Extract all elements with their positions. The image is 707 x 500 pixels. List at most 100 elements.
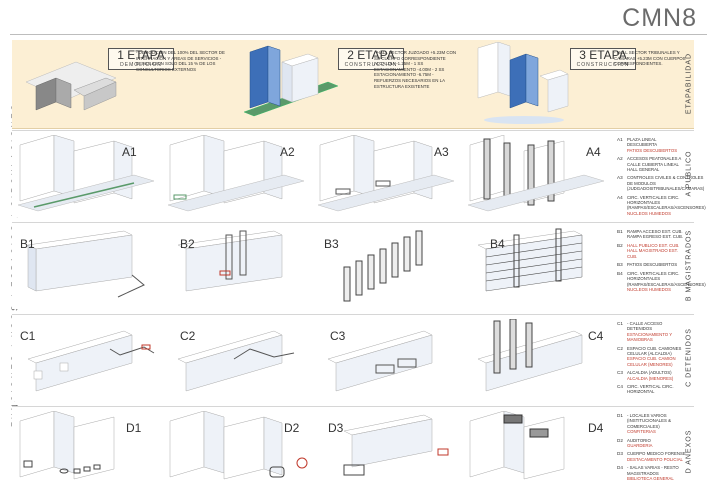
- diagram-a2-number: 2: [288, 145, 295, 159]
- diagram-b3-number: 3: [332, 237, 339, 251]
- diagram-d4-label: D4: [588, 421, 603, 435]
- diagram-c2: C2: [164, 319, 310, 397]
- diagram-c4-letter: C: [588, 329, 597, 343]
- diagram-c1-number: 1: [28, 329, 36, 343]
- legend-desc: CIRC. VERTICALES CIRC. HORIZONTALES (ram…: [627, 271, 706, 287]
- stage-3-number: 3 ETAPA: [579, 48, 627, 62]
- legend-text: RAMPA ACCESO EST. CUB. RAMPA EGRESO EST.…: [627, 229, 687, 240]
- building-d3-icon: [343, 414, 449, 476]
- diagram-b4: B4: [464, 227, 610, 305]
- diagram-c4-number: 4: [596, 329, 604, 343]
- diagram-b2-label: B2: [180, 237, 195, 251]
- stage-1-label: 1 ETAPA DEMOLICION: [108, 48, 174, 70]
- diagram-d2-label: D2: [284, 421, 299, 435]
- diagram-a3: A3: [314, 135, 460, 213]
- legend-desc: CUERPO MEDICO FORENSE: [627, 451, 686, 457]
- legend-text: ALCALDIA (adultos)ALCALDIA (menores): [627, 370, 673, 381]
- diagram-a4-label: A4: [586, 145, 601, 159]
- legend-text: PATIOS DESCUBIERTOS: [627, 262, 677, 268]
- legend-desc: ALCALDIA (adultos): [627, 370, 672, 376]
- legend-code: A2: [617, 156, 623, 162]
- legend-d: D1- LOCALES VARIOS (institucionales & co…: [617, 413, 687, 484]
- diagram-a3-number: 3: [442, 145, 449, 159]
- legend-desc: ESPACIO CUB. CAMIONES CELULAR (alcaldia): [627, 345, 682, 357]
- stage-1-description: - DEMOLICION DEL 100% DEL SECTOR DE INTE…: [136, 50, 225, 72]
- legend-text: ESPACIO CUB. CAMIONES CELULAR (alcaldia)…: [627, 346, 687, 368]
- legend-note: NUCLEOS HUMEDOS: [627, 210, 671, 216]
- stage-3-building-icon: [477, 42, 569, 124]
- building-c3-icon: [327, 330, 433, 392]
- diagram-a4-letter: A: [586, 145, 595, 159]
- legend-code: D3: [617, 451, 623, 457]
- diagram-a1-label: A1: [122, 145, 137, 159]
- diagram-c1-label: C1: [20, 329, 35, 343]
- legend-desc: AUDITORIO: [627, 437, 651, 443]
- legend-note: DESTACAMENTO POLICIAL: [627, 456, 683, 462]
- diagram-b2-letter: B: [180, 237, 189, 251]
- diagram-a3-label: A3: [434, 145, 449, 159]
- row-b-title-text: B MAGISTRADOS: [685, 229, 693, 302]
- diagram-d4-number: 4: [596, 421, 604, 435]
- legend-desc: RAMPA ACCESO EST. CUB. RAMPA EGRESO EST.…: [627, 229, 684, 240]
- diagram-c1-letter: C: [20, 329, 29, 343]
- diagram-d3-letter: D: [328, 421, 337, 435]
- building-c4-icon: [477, 319, 583, 392]
- diagram-c3-letter: C: [330, 329, 339, 343]
- legend-item-b4: B4 CIRC. VERTICALES CIRC. HORIZONTALES (r…: [617, 271, 706, 293]
- legend-code: B4: [617, 271, 623, 277]
- diagram-b1: B1: [14, 227, 160, 305]
- diagram-a4: A4: [464, 135, 610, 213]
- legend-code: D2: [617, 437, 623, 443]
- legend-desc: - LOCALES VARIOS (institucionales & come…: [627, 413, 671, 429]
- legend-text: CIRC. VERTICALES CIRC. HORIZONTALES (ram…: [627, 195, 706, 217]
- legend-code: C4: [617, 384, 623, 390]
- legend-code: B2: [617, 242, 623, 248]
- legend-desc: CIRC. VERTICALES CIRC. HORIZONTALES (ram…: [627, 194, 706, 211]
- legend-note: PATIOS DESCUBIERTOS: [627, 147, 678, 153]
- legend-desc: PATIOS DESCUBIERTOS: [627, 262, 678, 268]
- building-d4-icon: [469, 411, 565, 480]
- diagram-b2-number: 2: [188, 237, 195, 251]
- diagram-d4-letter: D: [588, 421, 597, 435]
- diagram-b1-label: B1: [20, 237, 35, 251]
- diagram-c4: C4: [464, 319, 610, 397]
- diagram-b3-label: B3: [324, 237, 339, 251]
- stage-3-subtitle: CONSTRUCCION: [576, 62, 630, 68]
- legend-code: C1: [617, 321, 623, 326]
- stage-1-subtitle: DEMOLICION: [120, 62, 162, 68]
- diagram-d4: D4: [464, 411, 610, 489]
- etapas-row: 1 ETAPA DEMOLICION - DEMOLICION DEL 100%…: [12, 40, 694, 129]
- legend-text: - LOCALES VARIOS (institucionales & come…: [627, 413, 687, 435]
- row-b-title: B MAGISTRADOS: [684, 222, 694, 308]
- legend-item-d1: D1- LOCALES VARIOS (institucionales & co…: [617, 413, 687, 435]
- stage-3-label: 3 ETAPA CONSTRUCCION: [570, 48, 636, 70]
- diagram-b4-label: B4: [490, 237, 505, 251]
- legend-note: ESTACIONAMIENTO Y MANIOBRAS: [627, 331, 673, 343]
- diagram-c2-letter: C: [180, 329, 189, 343]
- building-b4-icon: [477, 228, 583, 292]
- diagram-c2-number: 2: [188, 329, 196, 343]
- legend-note: NUCLEOS HUMEDOS: [627, 287, 671, 293]
- diagram-a3-letter: A: [434, 145, 443, 159]
- diagram-d1-letter: D: [126, 421, 135, 435]
- legend-desc: CIRC. VERTICAL CIRC. HORIZONTAL: [627, 384, 674, 395]
- diagram-d2: D2: [164, 411, 310, 489]
- stage-2: 2 ETAPA CONSTRUCCION - HALL SECTOR JUZGA…: [238, 42, 460, 126]
- stage-3: 3 ETAPA CONSTRUCCION - HALL SECTOR TRIBU…: [464, 42, 692, 126]
- row-c-title: C DETENIDOS: [684, 314, 694, 400]
- legend-code: B3: [617, 262, 623, 268]
- legend-note: BIBLIOTECA GENERAL: [627, 476, 674, 482]
- building-b3-icon: [343, 230, 423, 302]
